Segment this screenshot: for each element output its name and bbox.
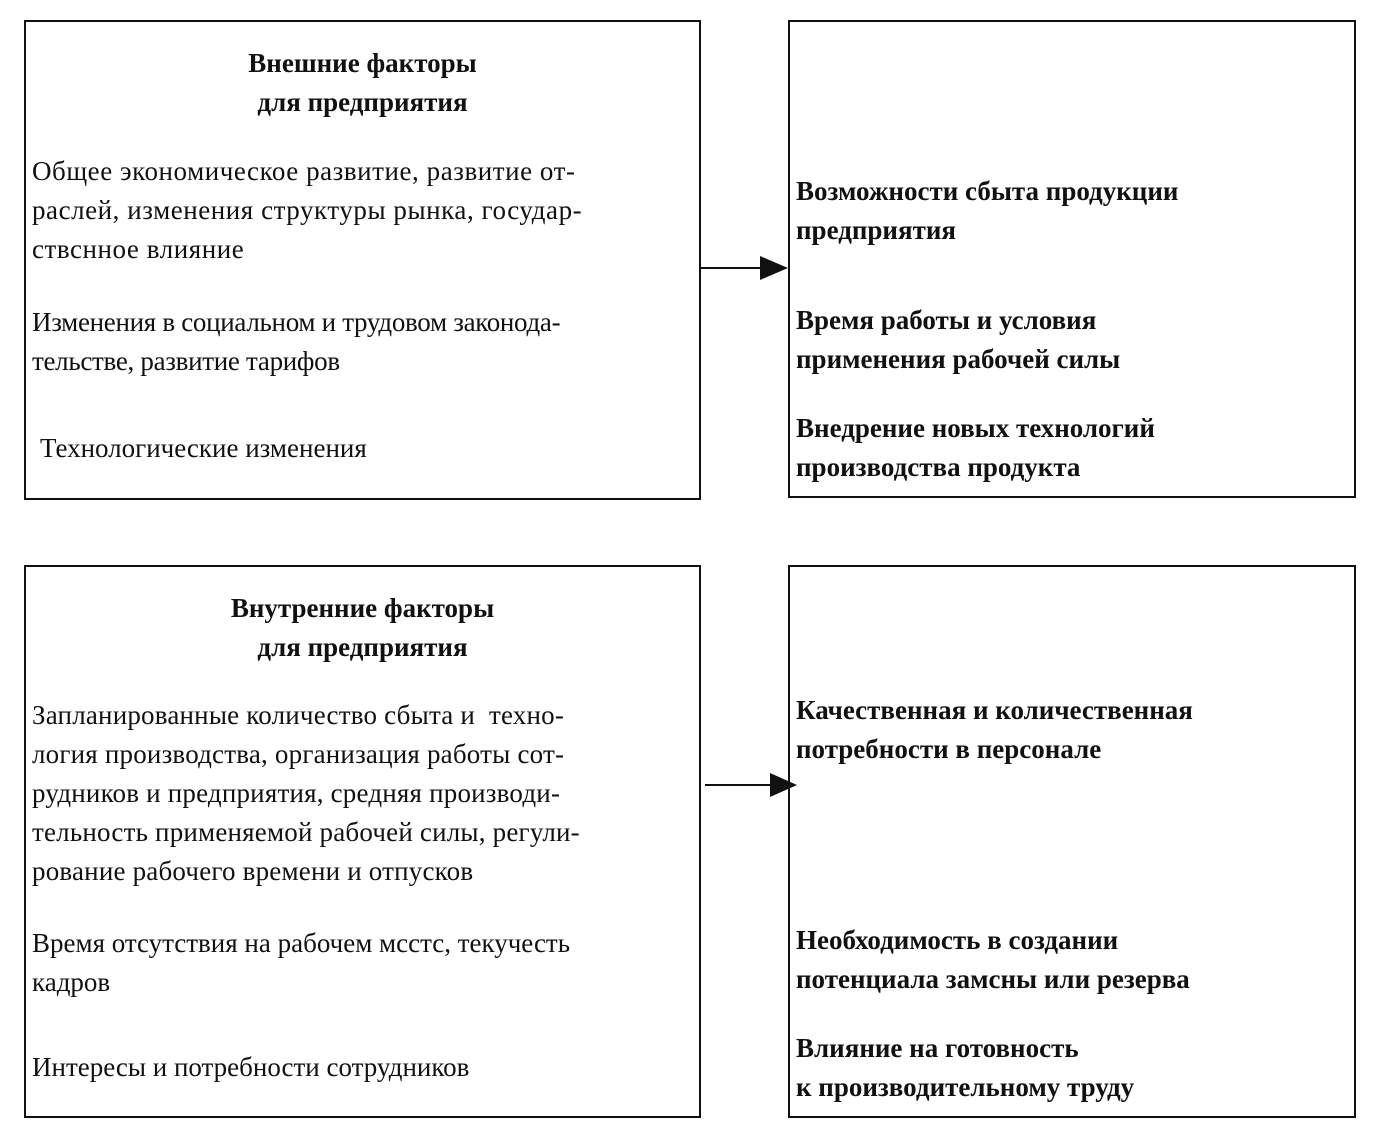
external-effect-working-time: Время работы и условия применения рабоче… [796,305,1121,374]
external-factor-economic: Общее экономическое развитие, развитие о… [32,156,583,264]
external-effects-box: Возможности сбыта продукции предприятия … [788,20,1356,498]
internal-factor-planning: Запланированные количество сбыта и техно… [32,700,580,886]
internal-effect-productivity: Влияние на готовность к производительном… [796,1033,1135,1102]
internal-factor-interests: Интересы и потребности сотрудников [32,1052,470,1082]
internal-factors-title-line2: для предприятия [257,632,468,662]
internal-effect-reserve: Необходимость в создании потенциала замс… [796,925,1190,994]
external-factor-technology: Технологические изменения [40,433,367,463]
external-factors-box: Внешние факторы для предприятия Общее эк… [24,20,701,500]
arrow-external-to-effects [701,256,788,280]
arrow-internal-to-effects [705,773,797,797]
internal-effect-staff-need: Качественная и количественная потребност… [796,695,1193,764]
external-factors-title-line2: для предприятия [257,87,468,117]
external-effect-sales: Возможности сбыта продукции предприятия [796,176,1179,245]
internal-effects-box: Качественная и количественная потребност… [788,565,1356,1118]
internal-factors-box: Внутренние факторы для предприятия Запла… [24,565,701,1118]
internal-factors-title-line1: Внутренние факторы [230,593,495,623]
external-factors-title-line1: Внешние факторы [248,48,477,78]
external-factor-legislation: Изменения в социальном и трудовом законо… [32,307,561,376]
internal-factor-absence: Время отсутствия на рабочем мсстс, текуч… [32,928,571,997]
external-effect-technologies: Внедрение новых технологий производства … [796,413,1155,482]
